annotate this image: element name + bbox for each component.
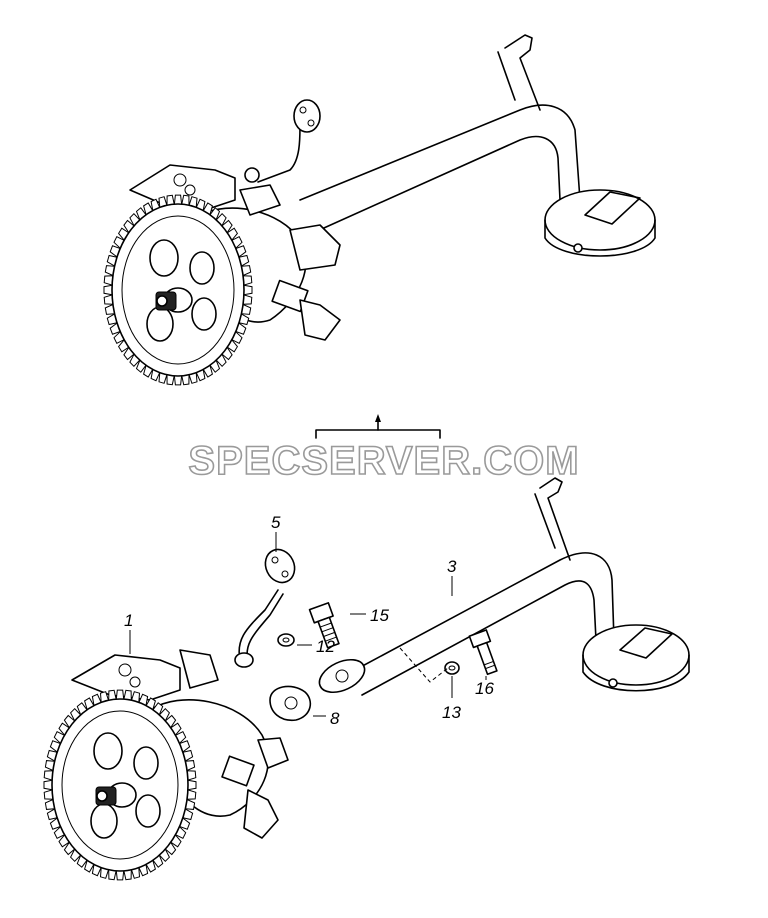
strainer-icon [582,624,690,692]
top-gear-icon [103,194,253,386]
callout-12: 12 [297,637,335,656]
callout-15: 15 [350,606,389,625]
top-flange-icon [293,99,321,133]
bottom-assembly [43,477,690,881]
gear-tooth [243,284,253,296]
svg-text:15: 15 [370,606,389,625]
gear-tooth [173,194,183,205]
gear-tooth [187,779,197,791]
washer-icon [277,633,295,647]
svg-text:16: 16 [475,679,494,698]
bolt-16-icon [468,629,498,676]
callout-5: 5 [271,513,281,552]
bolt-icon [308,602,340,649]
gasket-icon [269,685,312,722]
svg-text:13: 13 [442,703,461,722]
svg-text:5: 5 [271,513,281,532]
top-strainer-icon [544,189,656,257]
svg-text:1: 1 [124,611,133,630]
callout-3: 3 [447,557,457,596]
callout-16: 16 [475,676,494,698]
top-pipe-icon [299,34,581,233]
alignment-line [399,647,449,683]
svg-text:3: 3 [447,557,457,576]
callout-8: 8 [313,709,340,728]
pipe-icon [318,477,615,696]
top-assembly [103,34,656,386]
watermark-text: SPECSERVER.COM [188,439,579,483]
reference-bracket [315,414,441,439]
gear-tooth [115,870,125,881]
gear-tooth [43,779,53,791]
washer-13-icon [444,661,460,675]
callout-1: 1 [124,611,133,654]
top-feed-tube [257,124,301,183]
gear-tooth [173,375,183,386]
gear-icon [43,689,197,881]
callout-13: 13 [442,676,461,722]
tube-icon [234,548,296,668]
svg-text:8: 8 [330,709,340,728]
gear-tooth [103,284,113,296]
svg-text:12: 12 [316,637,335,656]
gear-tooth [115,689,125,700]
